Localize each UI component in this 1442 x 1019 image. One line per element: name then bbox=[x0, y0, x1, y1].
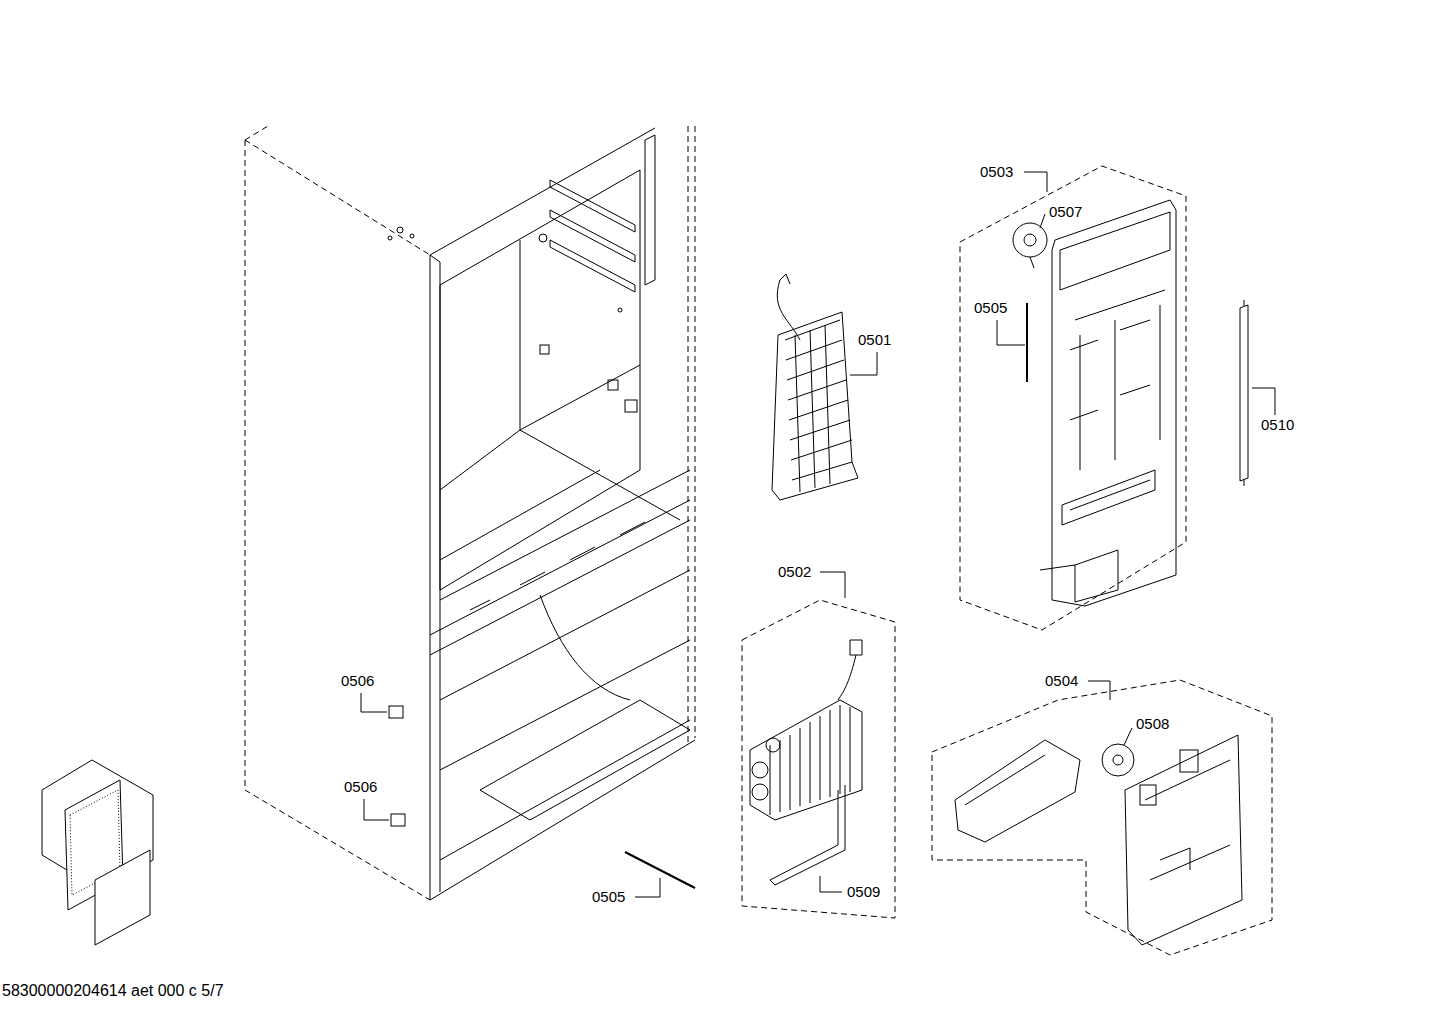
fan-duct-assembly bbox=[1052, 200, 1176, 606]
cabinet-body bbox=[550, 180, 635, 292]
cabinet-body bbox=[540, 345, 549, 354]
evaporator-assembly bbox=[766, 738, 780, 752]
leader-line bbox=[820, 876, 842, 892]
leader-line bbox=[820, 572, 845, 598]
evaporator-assembly bbox=[838, 640, 862, 700]
cabinet-body bbox=[520, 240, 640, 430]
fan-cover-assembly bbox=[1145, 760, 1230, 880]
trim-strip bbox=[1240, 300, 1248, 486]
callout-number: 0510 bbox=[1261, 416, 1294, 434]
callout-number: 0505 bbox=[974, 299, 1007, 317]
callout-number: 0506 bbox=[341, 672, 374, 690]
fan-cover-assembly bbox=[1125, 735, 1242, 945]
fan-duct-assembly bbox=[1030, 257, 1034, 268]
cabinet-body bbox=[618, 308, 622, 312]
leader-line bbox=[1024, 172, 1047, 192]
callout-number: 0503 bbox=[980, 163, 1013, 181]
cabinet-body bbox=[440, 640, 690, 770]
appliance-thumbnail bbox=[95, 850, 150, 945]
leader-line bbox=[1088, 681, 1110, 700]
cabinet-body bbox=[410, 234, 414, 238]
hinge-part bbox=[389, 706, 405, 826]
fan-duct-assembly bbox=[1075, 290, 1165, 470]
cabinet-body bbox=[440, 170, 640, 590]
callout-number: 0506 bbox=[344, 778, 377, 796]
fan-cover-assembly bbox=[932, 680, 1272, 955]
evaporator-panel bbox=[795, 325, 830, 492]
fan-duct-assembly bbox=[960, 166, 1186, 630]
cabinet-body bbox=[608, 380, 618, 390]
callout-number: 0504 bbox=[1045, 672, 1078, 690]
fan-duct-assembly bbox=[1062, 470, 1155, 525]
cabinet-body bbox=[430, 470, 690, 655]
fan-duct-assembly bbox=[1040, 550, 1118, 602]
cabinet-body bbox=[539, 234, 547, 242]
fan-duct-assembly bbox=[1024, 234, 1036, 246]
cabinet-body bbox=[245, 126, 695, 900]
hinge-part bbox=[389, 706, 403, 718]
callout-number: 0501 bbox=[858, 331, 891, 349]
evaporator-assembly bbox=[752, 762, 768, 778]
fan-cover-assembly bbox=[1102, 744, 1134, 776]
leader-line bbox=[1040, 214, 1045, 228]
callout-number: 0502 bbox=[778, 563, 811, 581]
fan-cover-assembly bbox=[1113, 755, 1123, 765]
leader-line bbox=[361, 693, 387, 712]
fan-duct-assembly bbox=[960, 166, 1186, 630]
cabinet-body bbox=[440, 430, 680, 560]
cabinet-body bbox=[470, 522, 645, 610]
fan-duct-assembly bbox=[1026, 303, 1028, 382]
trim-strip bbox=[1240, 300, 1248, 486]
cabinet-body bbox=[388, 236, 392, 240]
cabinet-body bbox=[397, 227, 403, 233]
callout-number: 0509 bbox=[847, 883, 880, 901]
evaporator-assembly bbox=[742, 600, 895, 918]
cabinet-body bbox=[645, 135, 655, 285]
evaporator-panel bbox=[772, 274, 858, 500]
callout-number: 0508 bbox=[1136, 715, 1169, 733]
hinge-part bbox=[391, 814, 405, 826]
fan-duct-assembly bbox=[1060, 212, 1170, 290]
fan-cover-assembly bbox=[1180, 750, 1198, 772]
leader-line bbox=[635, 878, 660, 897]
evaporator-panel bbox=[772, 312, 858, 500]
evaporator-assembly bbox=[770, 785, 845, 885]
evaporator-assembly bbox=[752, 784, 768, 800]
leader-line bbox=[364, 799, 389, 820]
evaporator-panel bbox=[777, 274, 800, 340]
fan-cover-assembly bbox=[1140, 785, 1156, 805]
callout-number: 0505 bbox=[592, 888, 625, 906]
cabinet-body bbox=[245, 126, 695, 900]
cabinet-body bbox=[440, 570, 690, 860]
document-id: 58300000204614 aet 000 c 5/7 bbox=[2, 981, 224, 1000]
fan-duct-assembly bbox=[1013, 223, 1047, 257]
cabinet-body bbox=[625, 400, 637, 412]
fan-duct-assembly bbox=[1070, 320, 1150, 420]
cabinet-body bbox=[430, 128, 695, 900]
leader-line bbox=[850, 352, 877, 375]
callout-number: 0507 bbox=[1049, 203, 1082, 221]
appliance-thumbnail bbox=[42, 760, 153, 945]
leader-line bbox=[1252, 388, 1275, 415]
leader-line bbox=[361, 172, 1275, 897]
leader-line bbox=[997, 320, 1025, 345]
evaporator-assembly bbox=[742, 600, 895, 918]
fan-cover-assembly bbox=[932, 680, 1272, 955]
fan-cover-assembly bbox=[955, 740, 1080, 842]
leader-line bbox=[1124, 728, 1132, 745]
